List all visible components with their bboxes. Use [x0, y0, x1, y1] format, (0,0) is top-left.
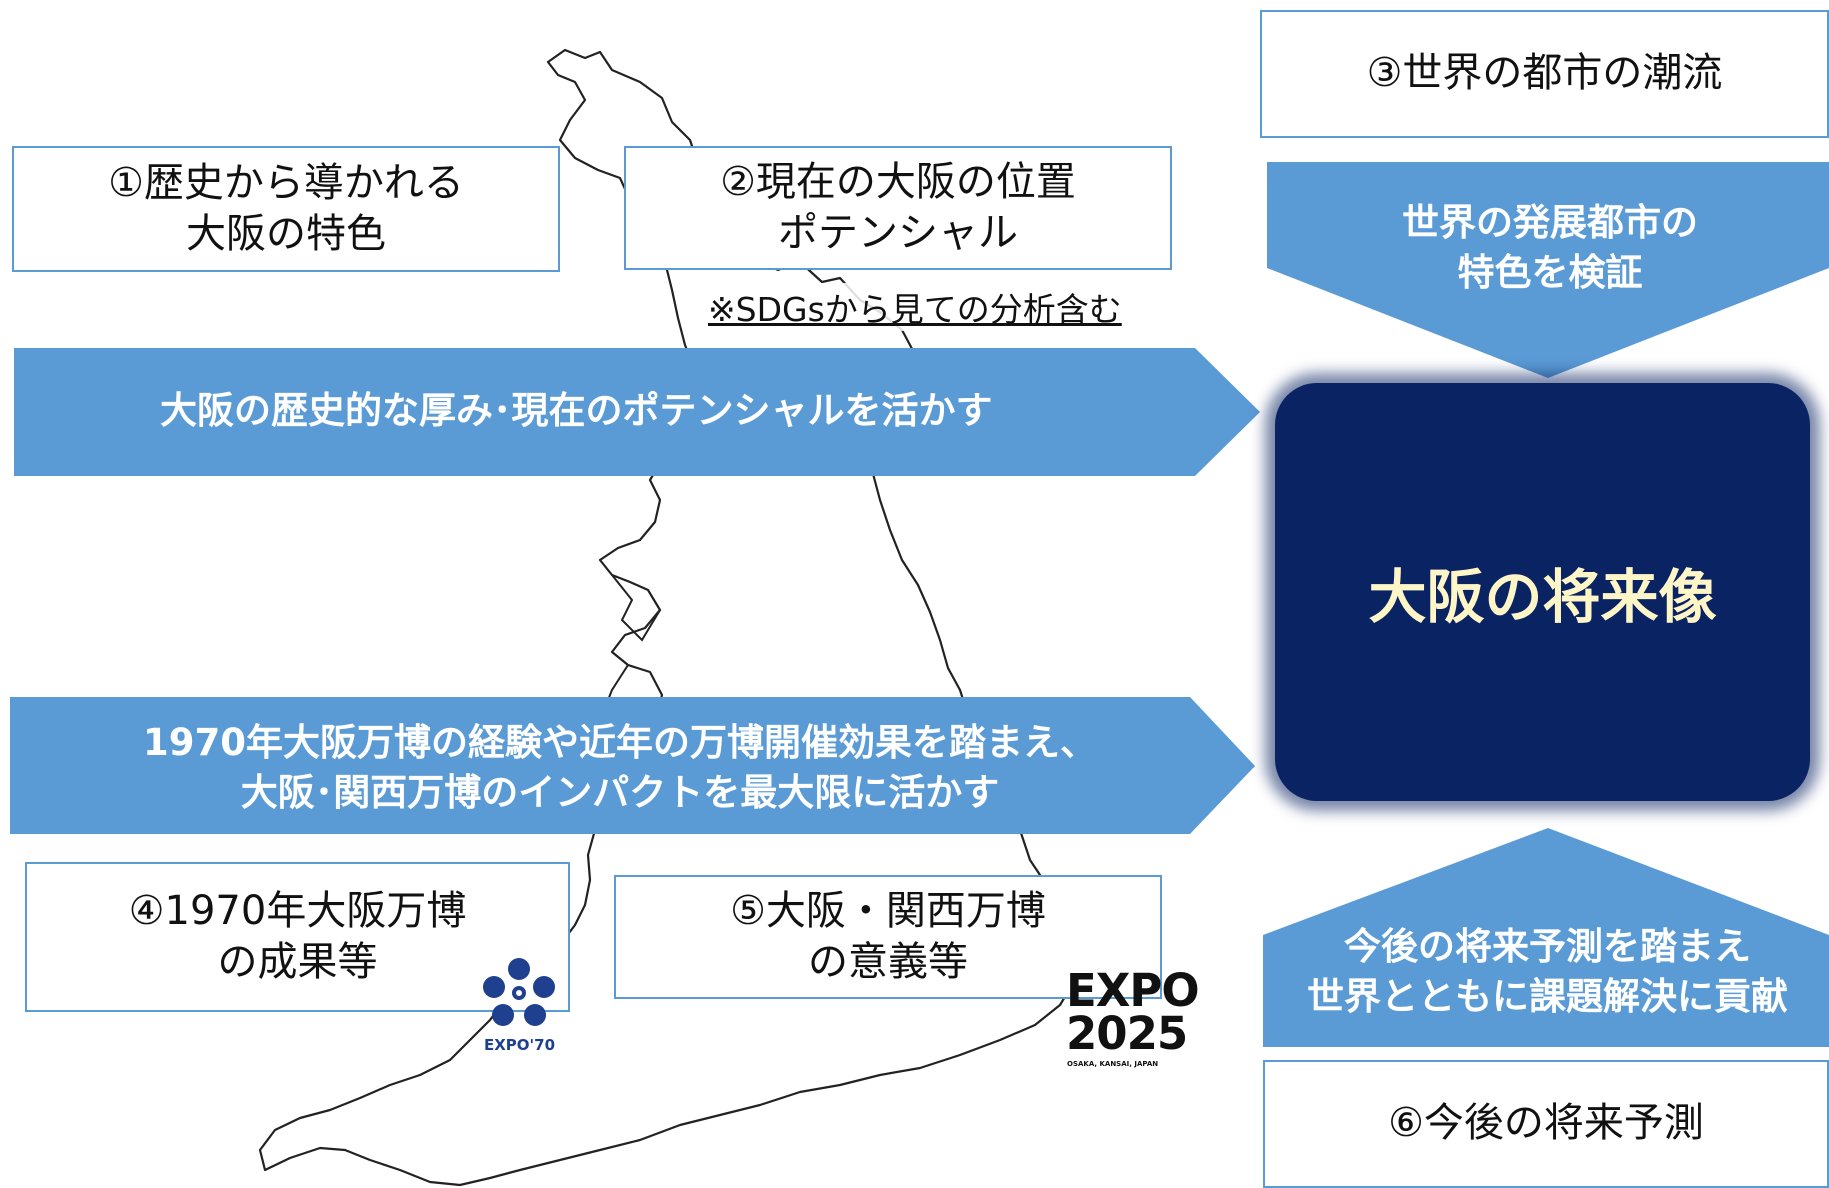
- world-line-1: ③世界の都市の潮流: [1366, 50, 1723, 97]
- top-arrow-shape: [14, 348, 1260, 476]
- expo2025-logo-line-2: 2025: [1066, 1006, 1188, 1060]
- up-arrow-shape: [1263, 828, 1829, 1047]
- expo70-logo-text: EXPO'70: [484, 1036, 556, 1054]
- current-line-1: ②現在の大阪の位置: [720, 158, 1076, 205]
- expo1970-line-1: ④1970年大阪万博: [128, 887, 467, 934]
- sdgs-note: ※SDGsから見ての分析含む: [708, 283, 1122, 331]
- expo2025-box: ⑤大阪・関西万博 の意義等: [614, 875, 1162, 999]
- expo70-logo-icon: [483, 958, 555, 1026]
- future-vision-box: 大阪の将来像: [1275, 383, 1810, 801]
- future-vision-title: 大阪の将来像: [1368, 563, 1717, 631]
- up-arrow-label: 今後の将来予測を踏まえ 世界とともに課題解決に貢献: [1270, 922, 1825, 1022]
- history-line-1: ①歴史から導かれる: [108, 159, 464, 206]
- down-arrow-line-2: 特色を検証: [1457, 250, 1643, 294]
- top-arrow-line-1: 大阪の歴史的な厚み･現在のポテンシャルを活かす: [160, 389, 993, 432]
- down-arrow-shape: [1267, 162, 1829, 378]
- current-line-2: ポテンシャル: [778, 210, 1018, 256]
- expo2025-line-2: の意義等: [808, 939, 968, 985]
- expo2025-line-1: ⑤大阪・関西万博: [730, 887, 1046, 934]
- top-arrow-label: 大阪の歴史的な厚み･現在のポテンシャルを活かす: [160, 386, 993, 436]
- bottom-arrow-shape: [10, 697, 1255, 834]
- bottom-arrow-line-2: 大阪･関西万博のインパクトを最大限に活かす: [240, 770, 1000, 814]
- history-box: ①歴史から導かれる 大阪の特色: [12, 146, 560, 272]
- bottom-arrow-line-1: 1970年大阪万博の経験や近年の万博開催効果を踏まえ、: [143, 721, 1097, 764]
- forecast-box: ⑥今後の将来予測: [1263, 1060, 1829, 1188]
- forecast-line-1: ⑥今後の将来予測: [1388, 1100, 1704, 1147]
- history-line-2: 大阪の特色: [186, 211, 386, 257]
- world-box: ③世界の都市の潮流: [1260, 10, 1829, 138]
- expo2025-logo-sub: OSAKA, KANSAI, JAPAN: [1067, 1060, 1159, 1068]
- current-box: ②現在の大阪の位置 ポテンシャル: [624, 146, 1172, 270]
- expo1970-line-2: の成果等: [217, 939, 378, 985]
- down-arrow-line-1: 世界の発展都市の: [1402, 201, 1698, 244]
- down-arrow-label: 世界の発展都市の 特色を検証: [1290, 198, 1810, 298]
- up-arrow-line-1: 今後の将来予測を踏まえ: [1344, 925, 1751, 968]
- expo1970-box: ④1970年大阪万博 の成果等: [25, 862, 570, 1012]
- up-arrow-line-2: 世界とともに課題解決に貢献: [1307, 974, 1788, 1018]
- expo2025-logo-line-1: EXPO: [1066, 964, 1200, 1017]
- bottom-arrow-label: 1970年大阪万博の経験や近年の万博開催効果を踏まえ、 大阪･関西万博のインパク…: [90, 718, 1150, 818]
- expo2025-logo-icon: EXPO 2025: [1066, 964, 1200, 1060]
